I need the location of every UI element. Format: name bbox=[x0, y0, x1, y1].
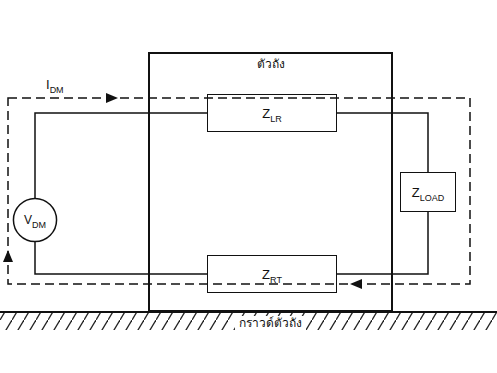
impedance-box: ZLR bbox=[207, 94, 337, 132]
current-arrow bbox=[350, 279, 362, 289]
label-holder: IDM bbox=[46, 78, 64, 91]
source-circle: VDM bbox=[13, 198, 57, 242]
node-label: ตัวถัง bbox=[150, 58, 391, 70]
symbol-text: V bbox=[24, 213, 32, 227]
node-label: ZLR bbox=[262, 107, 281, 120]
symbol-text: Z bbox=[262, 106, 270, 121]
node-label: ZLOAD bbox=[412, 186, 444, 199]
subscript: LR bbox=[270, 114, 282, 124]
chassis-box: ตัวถังZLRZRT bbox=[148, 52, 393, 312]
subscript: DM bbox=[32, 220, 46, 230]
impedance-box: ZRT bbox=[207, 255, 337, 293]
load-box: ZLOAD bbox=[400, 172, 456, 212]
subscript: LOAD bbox=[420, 193, 445, 203]
annotation-label: กราวด์ตัวถัง bbox=[239, 316, 302, 330]
ground-hatching bbox=[0, 312, 497, 330]
symbol-text: Z bbox=[412, 185, 420, 200]
wire bbox=[35, 242, 207, 274]
subscript: DM bbox=[50, 85, 64, 95]
symbol-text: Z bbox=[262, 267, 270, 282]
node-label: VDM bbox=[24, 214, 46, 226]
wire bbox=[337, 113, 428, 172]
annotation-label: I bbox=[46, 77, 50, 92]
current-arrow bbox=[3, 250, 13, 262]
label-holder: กราวด์ตัวถัง bbox=[235, 316, 306, 330]
wire bbox=[337, 212, 428, 274]
node-label: ZRT bbox=[262, 268, 282, 281]
symbol-text: ตัวถัง bbox=[257, 57, 285, 71]
current-loop bbox=[8, 98, 470, 284]
subscript: RT bbox=[270, 275, 282, 285]
current-arrow bbox=[106, 93, 118, 103]
wire bbox=[35, 113, 207, 198]
